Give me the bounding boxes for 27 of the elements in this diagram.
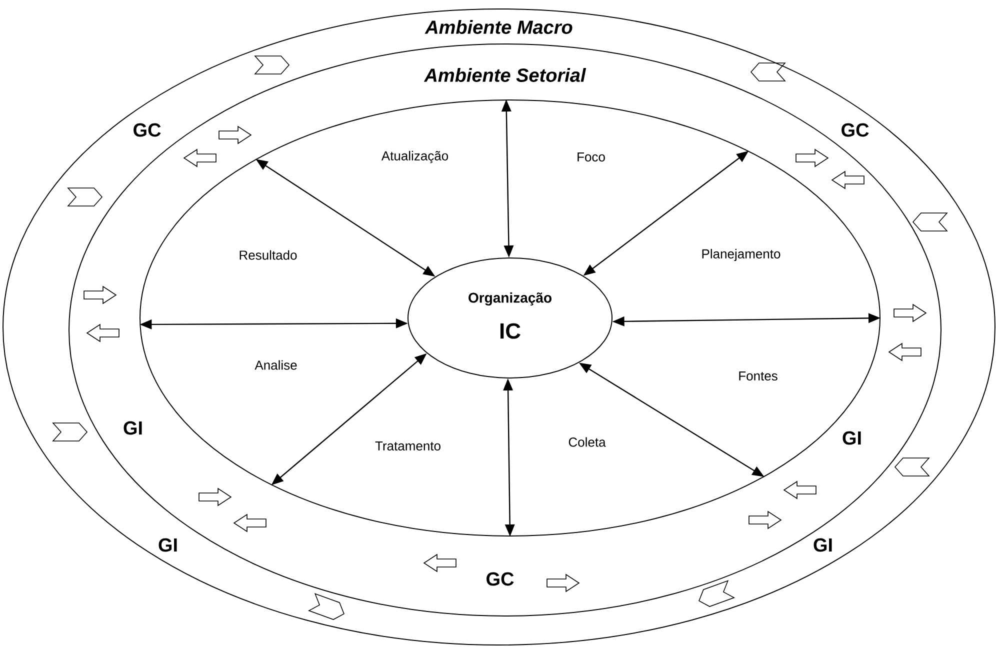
zone-label: GI: [124, 421, 142, 435]
title: Ambiente Macro: [424, 20, 572, 34]
double-arrow: [612, 313, 880, 326]
zone-label: GC: [134, 123, 161, 137]
double-arrow: [578, 362, 764, 477]
double-arrow: [501, 100, 514, 258]
sector-label: Planejamento: [702, 248, 780, 262]
zone-label: GC: [486, 572, 514, 586]
sector-label: Resultado: [240, 250, 297, 260]
zone-label: GI: [158, 538, 177, 552]
double-arrow: [140, 318, 408, 330]
sector-label: Analise: [254, 360, 297, 370]
sector-label: Atualização: [381, 150, 448, 164]
zone-label: GI: [842, 431, 861, 445]
zone-label: GC: [842, 123, 869, 137]
double-arrow: [256, 159, 436, 277]
sector-label: Tratamento: [375, 441, 440, 451]
node-text: Organização: [468, 292, 552, 306]
sector-label: Foco: [578, 152, 605, 162]
node-text: IC: [500, 323, 520, 339]
title: Ambiente Setorial: [424, 68, 586, 82]
zone-label: GI: [814, 538, 832, 552]
double-arrow: [271, 353, 427, 486]
sector-label: Coleta: [568, 437, 606, 447]
sector-label: Fontes: [739, 371, 778, 381]
double-arrow: [503, 378, 515, 536]
double-arrow: [583, 150, 749, 276]
